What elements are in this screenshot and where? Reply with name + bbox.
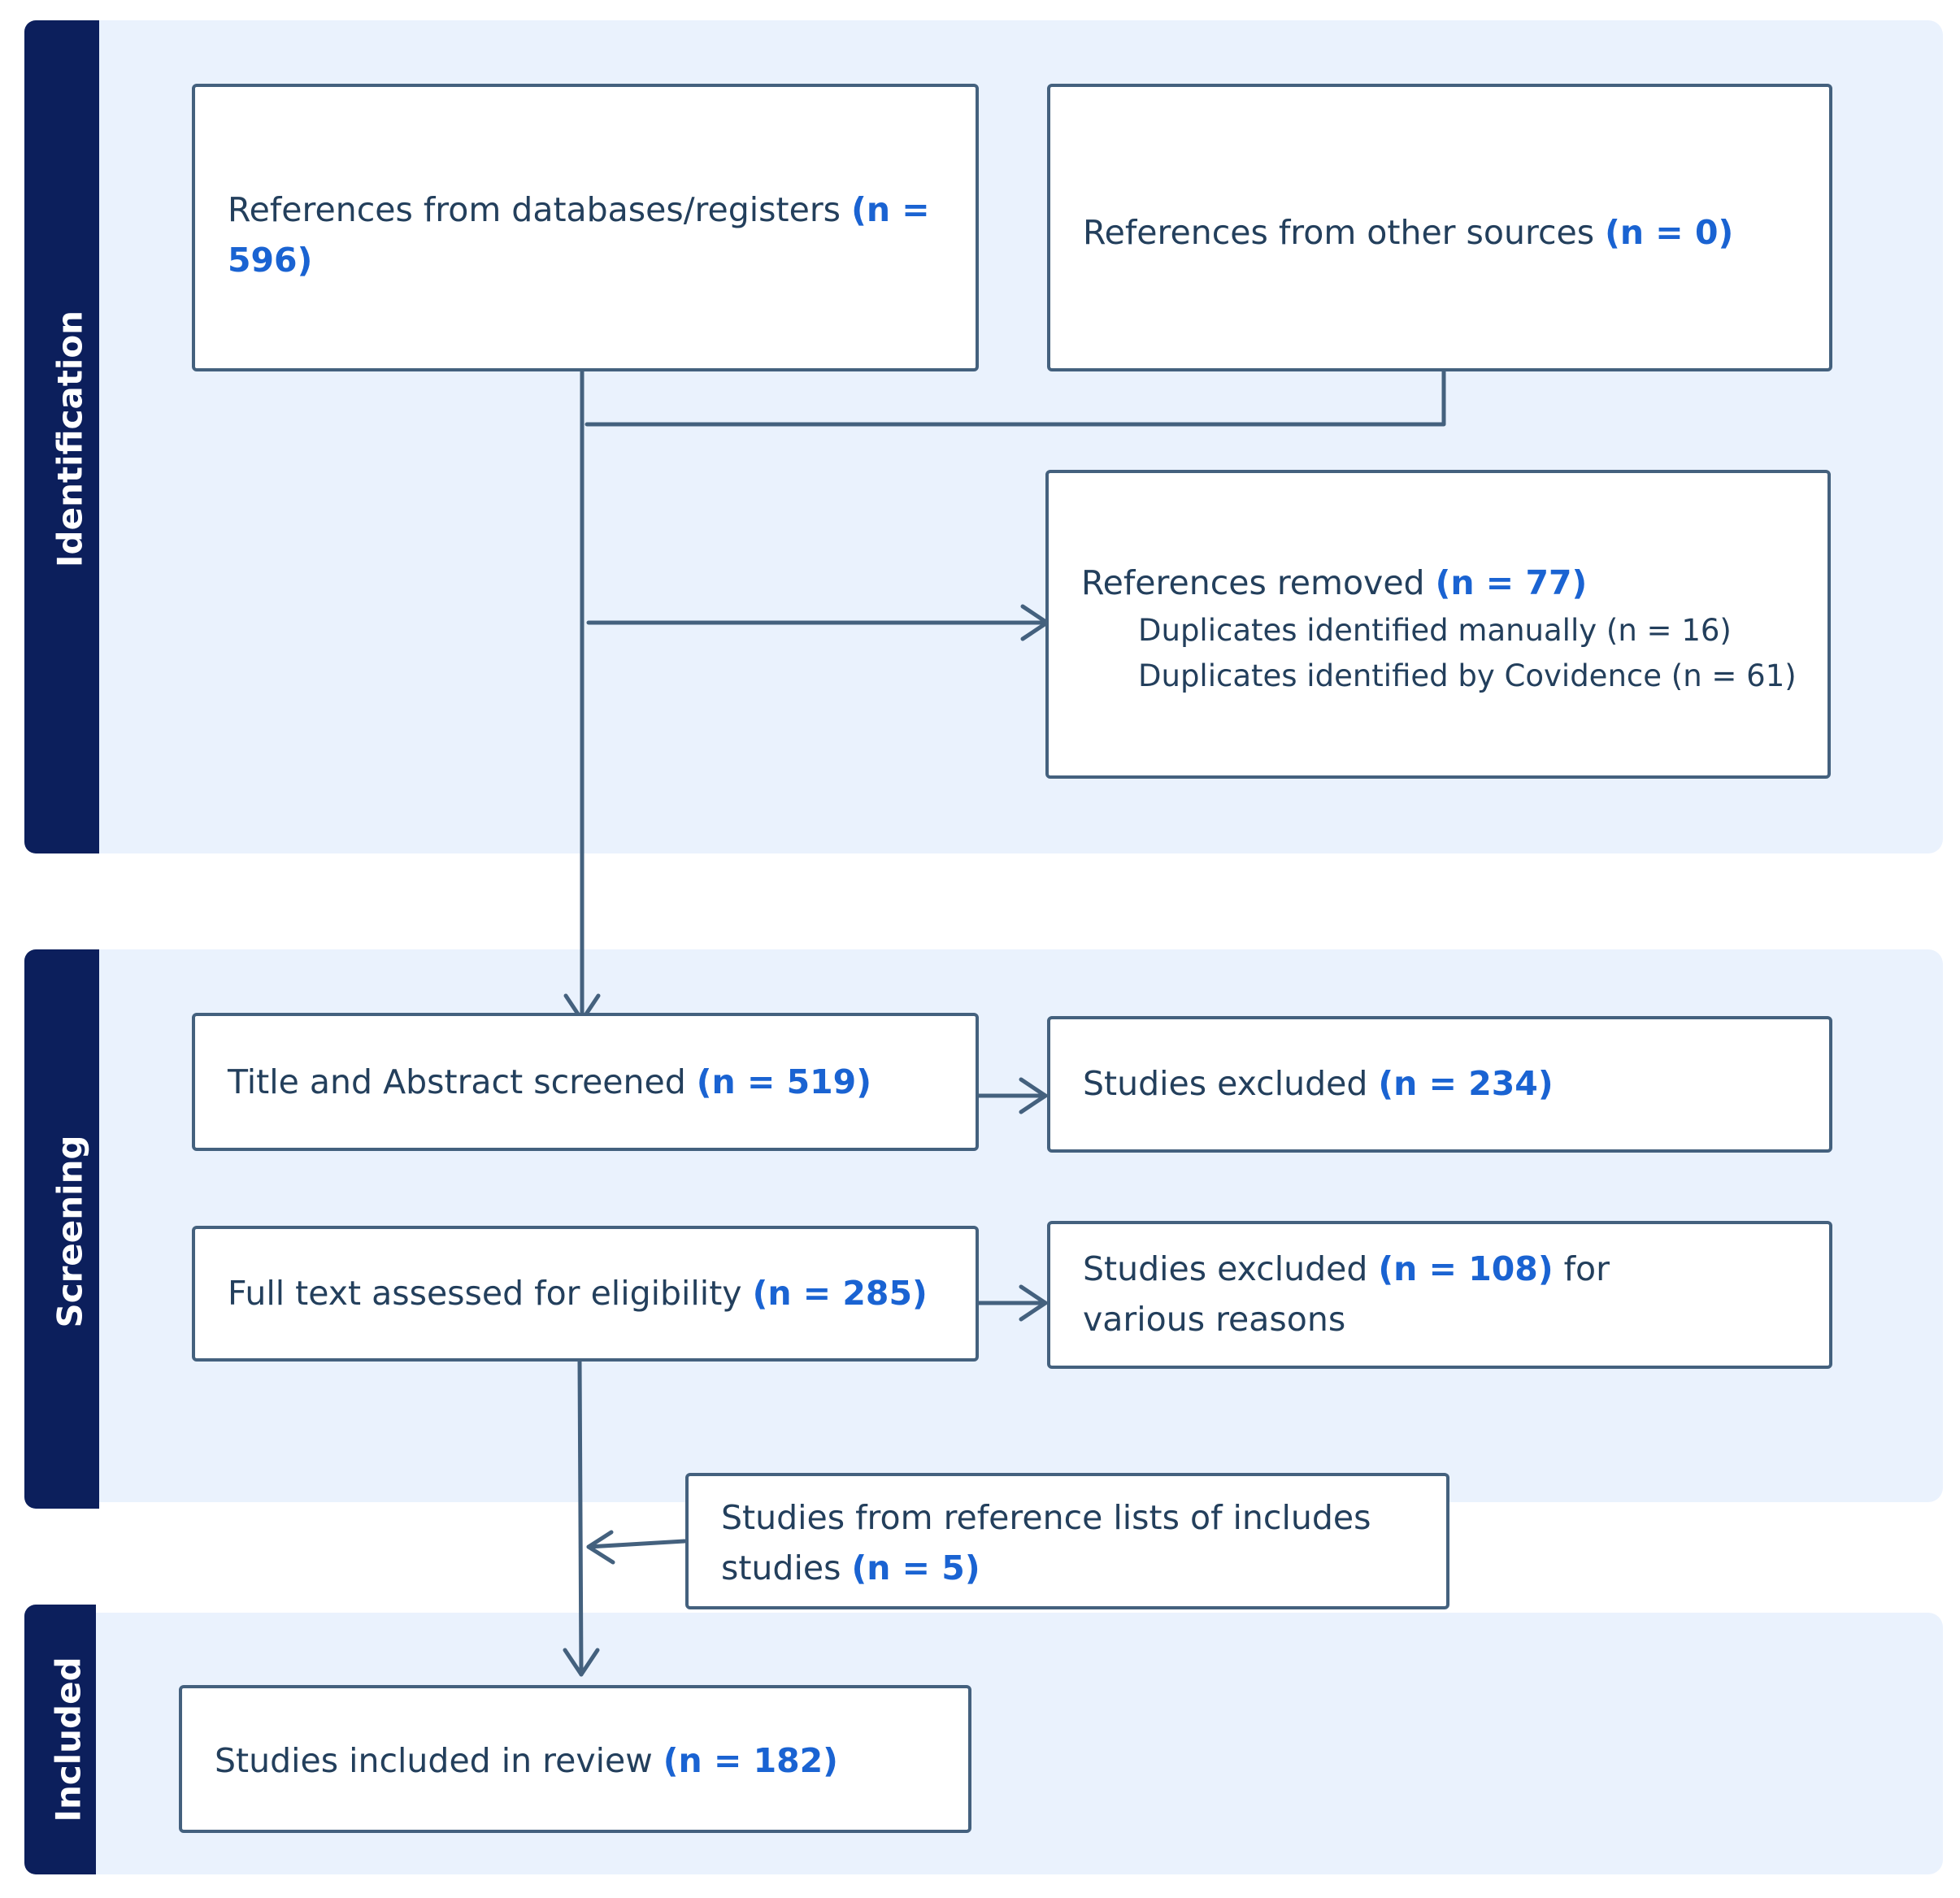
arrowhead-from-reference-lists xyxy=(586,1530,615,1565)
main-flow-line-bottom xyxy=(577,1359,584,1677)
excluded-1-label: Studies excluded xyxy=(1083,1064,1379,1103)
databases-count: (n = 596) xyxy=(228,190,930,280)
duplicates-manual: Duplicates identified manually (n = 16) xyxy=(1138,613,1732,648)
excluded-1-count: (n = 234) xyxy=(1378,1064,1554,1103)
reference-lists-text: Studies from reference lists of includes… xyxy=(721,1492,1373,1593)
reference-lists-label: Studies from reference lists of includes… xyxy=(721,1498,1371,1587)
reference-lists-line xyxy=(586,1539,687,1549)
databases-text: References from databases/registers (n =… xyxy=(228,185,951,285)
title-abstract-count: (n = 519) xyxy=(696,1062,871,1101)
title-abstract-label: Title and Abstract screened xyxy=(228,1062,697,1101)
other-sources-text: References from other sources (n = 0) xyxy=(1083,207,1805,258)
full-text-box: Full text assessed for eligibility (n = … xyxy=(192,1226,979,1362)
full-text-label: Full text assessed for eligibility xyxy=(228,1274,753,1313)
arrowhead-to-included xyxy=(563,1648,600,1677)
excluded-2-count: (n = 108) xyxy=(1378,1249,1554,1288)
excluded-2-box: Studies excluded (n = 108) for various r… xyxy=(1047,1221,1832,1369)
reference-lists-count: (n = 5) xyxy=(851,1548,980,1587)
excluded-2-suffix: for various reasons xyxy=(1083,1249,1610,1339)
databases-box: References from databases/registers (n =… xyxy=(192,84,979,371)
identification-label-bar xyxy=(24,20,99,853)
duplicates-covidence: Duplicates identified by Covidence (n = … xyxy=(1138,658,1797,693)
excluded-2-label: Studies excluded xyxy=(1083,1249,1379,1288)
included-label-bar xyxy=(24,1605,96,1874)
other-sources-label: References from other sources xyxy=(1083,213,1606,252)
included-text: Studies included in review (n = 182) xyxy=(215,1735,944,1786)
full-text-text: Full text assessed for eligibility (n = … xyxy=(228,1268,951,1318)
removed-count: (n = 77) xyxy=(1435,563,1588,602)
arrowhead-to-excluded-1 xyxy=(1019,1077,1048,1114)
full-text-count: (n = 285) xyxy=(752,1274,928,1313)
included-label: Studies included in review xyxy=(215,1741,663,1780)
excluded-1-box: Studies excluded (n = 234) xyxy=(1047,1016,1832,1153)
removed-text: References removed (n = 77) Duplicates i… xyxy=(1081,558,1803,699)
title-abstract-box: Title and Abstract screened (n = 519) xyxy=(192,1013,979,1151)
other-sources-box: References from other sources (n = 0) xyxy=(1047,84,1832,371)
title-abstract-text: Title and Abstract screened (n = 519) xyxy=(228,1057,951,1107)
excluded-2-text: Studies excluded (n = 108) for various r… xyxy=(1083,1244,1732,1344)
reference-lists-box: Studies from reference lists of includes… xyxy=(685,1473,1449,1609)
other-sources-merge-line xyxy=(585,369,1446,427)
other-sources-count: (n = 0) xyxy=(1605,213,1734,252)
excluded-1-text: Studies excluded (n = 234) xyxy=(1083,1058,1805,1109)
databases-label: References from databases/registers xyxy=(228,190,852,229)
removed-box: References removed (n = 77) Duplicates i… xyxy=(1045,470,1831,779)
included-box: Studies included in review (n = 182) xyxy=(179,1685,971,1833)
arrowhead-to-excluded-2 xyxy=(1019,1284,1048,1322)
screening-label-bar xyxy=(24,949,99,1509)
included-count: (n = 182) xyxy=(663,1741,838,1780)
removed-label: References removed xyxy=(1081,563,1436,602)
